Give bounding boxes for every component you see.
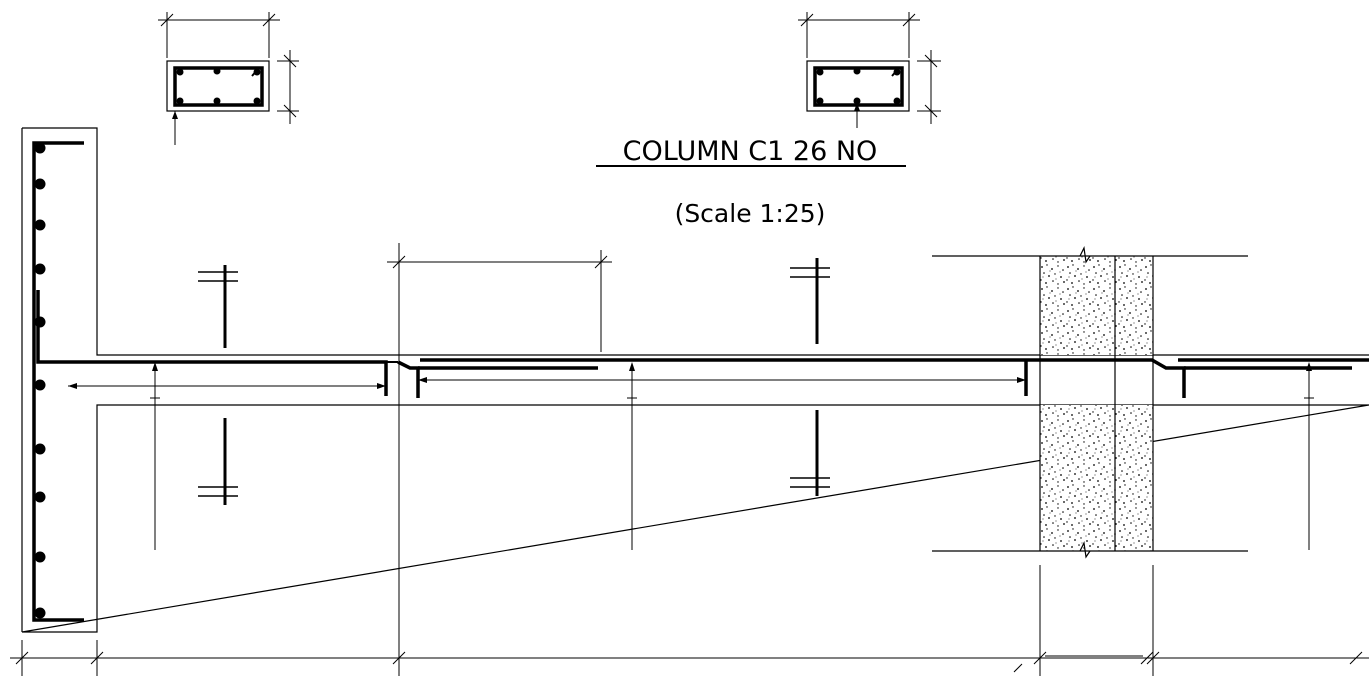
main-reinforcement [36, 290, 1369, 398]
wall-section [932, 246, 1248, 559]
drawing-scale: (Scale 1:25) [675, 199, 826, 228]
dimension-lines [10, 243, 1369, 676]
footing-outline [21, 127, 1369, 633]
drawing-title: COLUMN C1 26 NO [623, 136, 878, 167]
cross-section-left [158, 12, 299, 145]
cross-section-right [798, 12, 941, 128]
section-cut-marks [198, 258, 830, 505]
footing-reinforcement [32, 141, 84, 622]
